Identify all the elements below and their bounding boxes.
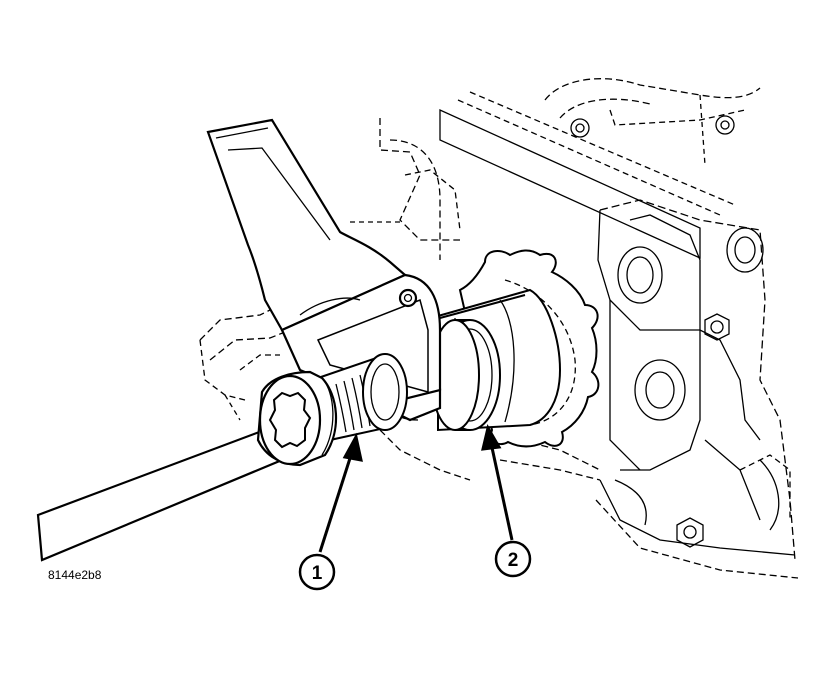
callout-1: 1 <box>298 553 336 591</box>
callout-1-circle <box>298 553 336 591</box>
callout-2-circle <box>494 540 532 578</box>
gear-hub <box>430 249 600 448</box>
socket-and-extension <box>36 370 337 562</box>
callout-1-number: 1 <box>312 563 323 584</box>
forcing-screw <box>316 353 408 442</box>
callout-2: 2 <box>494 540 532 578</box>
callout-leaders <box>318 423 514 553</box>
callout-2-number: 2 <box>508 550 519 571</box>
figure-code: 8144e2b8 <box>48 568 102 582</box>
